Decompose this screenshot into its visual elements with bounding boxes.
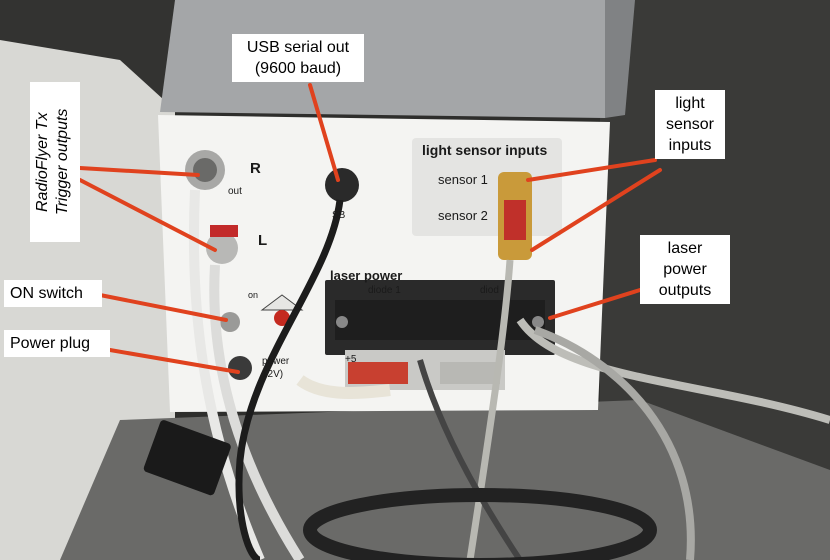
callout-laser-line-1: laser: [667, 240, 703, 257]
panel-out-label: out: [228, 186, 242, 197]
arrow-on-switch: [98, 293, 228, 322]
callout-light-line-3: inputs: [668, 137, 712, 154]
on-switch: [220, 312, 240, 332]
arrow-power-plug: [108, 348, 240, 374]
callout-arrows: [78, 83, 662, 374]
grey-cable-2: [516, 317, 830, 424]
terminal-strip: [335, 300, 545, 340]
panel-usb-label: SB: [332, 210, 346, 221]
callout-light-line-2: sensor: [665, 116, 715, 133]
usb-cable: [235, 199, 344, 560]
laser-warning-dot: [274, 310, 290, 326]
panel-diode-1: diode 1: [368, 285, 401, 296]
usb-plug: [143, 420, 231, 496]
power-cable: [296, 374, 391, 399]
grey-cable-3: [533, 326, 695, 560]
arrow-sensor-1: [526, 158, 657, 182]
panel-r-label: R: [250, 160, 261, 177]
callout-usb-line-2: (9600 baud): [254, 60, 342, 77]
callout-on-switch: ON switch: [4, 280, 102, 307]
callout-power-plug: Power plug: [4, 330, 110, 357]
screw-right: [532, 316, 544, 328]
arrow-bnc-l: [78, 178, 217, 252]
panel-laser-power: laser power: [330, 268, 403, 283]
callout-laser-line-3: outputs: [658, 282, 712, 299]
panel-plus5-label: +5: [345, 354, 357, 365]
usb-port: [325, 168, 359, 202]
power-jack: [228, 356, 252, 380]
arrow-bnc-r: [78, 166, 200, 177]
callout-laser-line-2: power: [663, 261, 707, 278]
grey-cable-1: [466, 259, 514, 560]
callout-laser-power-outputs: laser power outputs: [640, 235, 730, 304]
callout-usb-line-1: USB serial out: [246, 39, 350, 56]
callout-power-plug-text: Power plug: [10, 335, 91, 352]
panel-l-label: L: [258, 232, 268, 249]
callout-radioflyer-line-1: RadioFlyer Tx: [34, 112, 51, 212]
white-cable-2: [209, 264, 305, 560]
arrow-laser-power: [548, 288, 642, 320]
callout-on-switch-text: ON switch: [10, 285, 83, 302]
callout-usb-serial-out: USB serial out (9600 baud): [232, 34, 364, 82]
panel-light-sensor-inputs: light sensor inputs: [422, 142, 548, 158]
black-cable: [417, 359, 523, 560]
callout-radioflyer-trigger: RadioFlyer Tx Trigger outputs: [30, 82, 80, 242]
panel-diode-2: diod: [480, 285, 499, 296]
grey-terminal-row: [440, 362, 500, 384]
box-side: [605, 0, 635, 118]
panel-on-label: on: [248, 290, 259, 300]
arrow-usb: [308, 83, 340, 182]
panel-sensor-2: sensor 2: [438, 208, 488, 223]
panel-power-label: power: [262, 356, 290, 367]
coiled-cable: [303, 488, 657, 560]
panel-sensor-1: sensor 1: [438, 172, 488, 187]
callout-radioflyer-line-2: Trigger outputs: [54, 108, 71, 216]
bnc-connector-l: [206, 232, 238, 264]
arrow-sensor-2: [530, 168, 662, 252]
screw-left: [336, 316, 348, 328]
callout-light-sensor-inputs: light sensor inputs: [655, 90, 725, 159]
callout-light-line-1: light: [675, 95, 705, 112]
red-terminal-row: [348, 362, 408, 384]
box-top: [160, 0, 605, 118]
panel-voltage-label: 12V): [262, 369, 284, 380]
